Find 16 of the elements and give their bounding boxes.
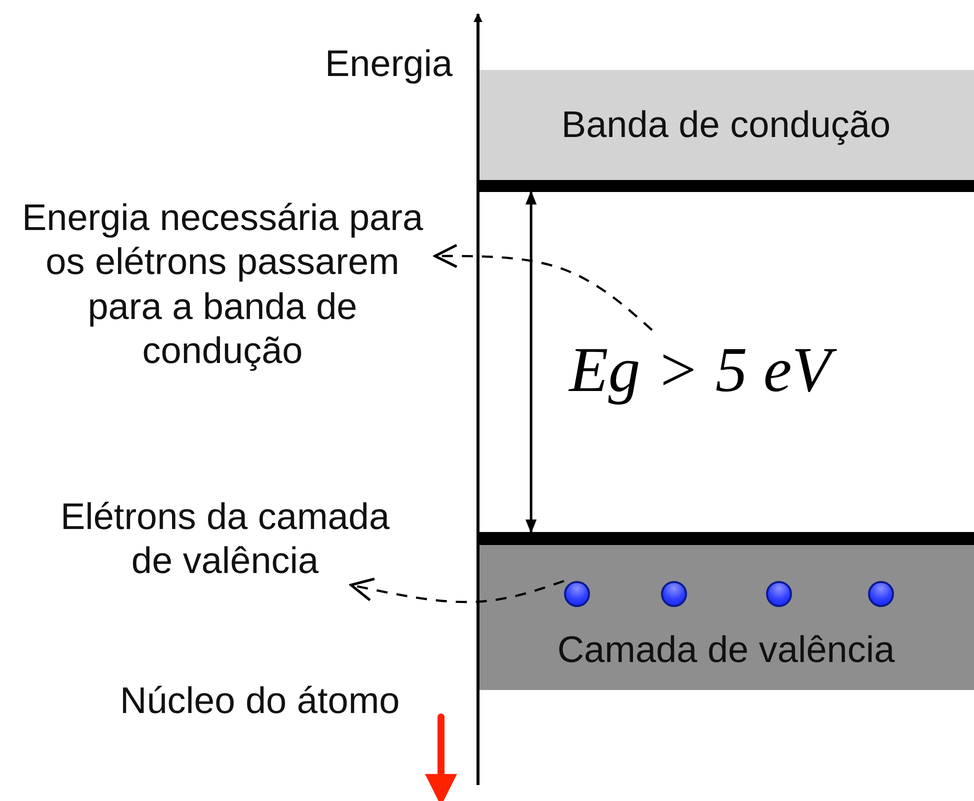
energy-band (478, 532, 974, 690)
electron (564, 581, 590, 607)
leader-arrow (350, 578, 564, 604)
energy-gap-label: Eg > 5 eV (550, 330, 850, 410)
leader-arrow (434, 244, 653, 331)
annotation-text: Elétrons da camada de valência (59, 495, 391, 584)
electron (766, 581, 792, 607)
energy-band (478, 70, 974, 192)
electron (868, 581, 894, 607)
band-label: Banda de condução (560, 102, 892, 147)
caption-text: Núcleo do átomo (120, 680, 400, 722)
electron (661, 581, 687, 607)
band-label: Camada de valência (556, 628, 896, 672)
double-arrow (525, 190, 537, 534)
annotation-text: Energia necessária para os elétrons passarem para a banda de condução (20, 196, 424, 374)
axis-label: Energia (325, 43, 453, 85)
